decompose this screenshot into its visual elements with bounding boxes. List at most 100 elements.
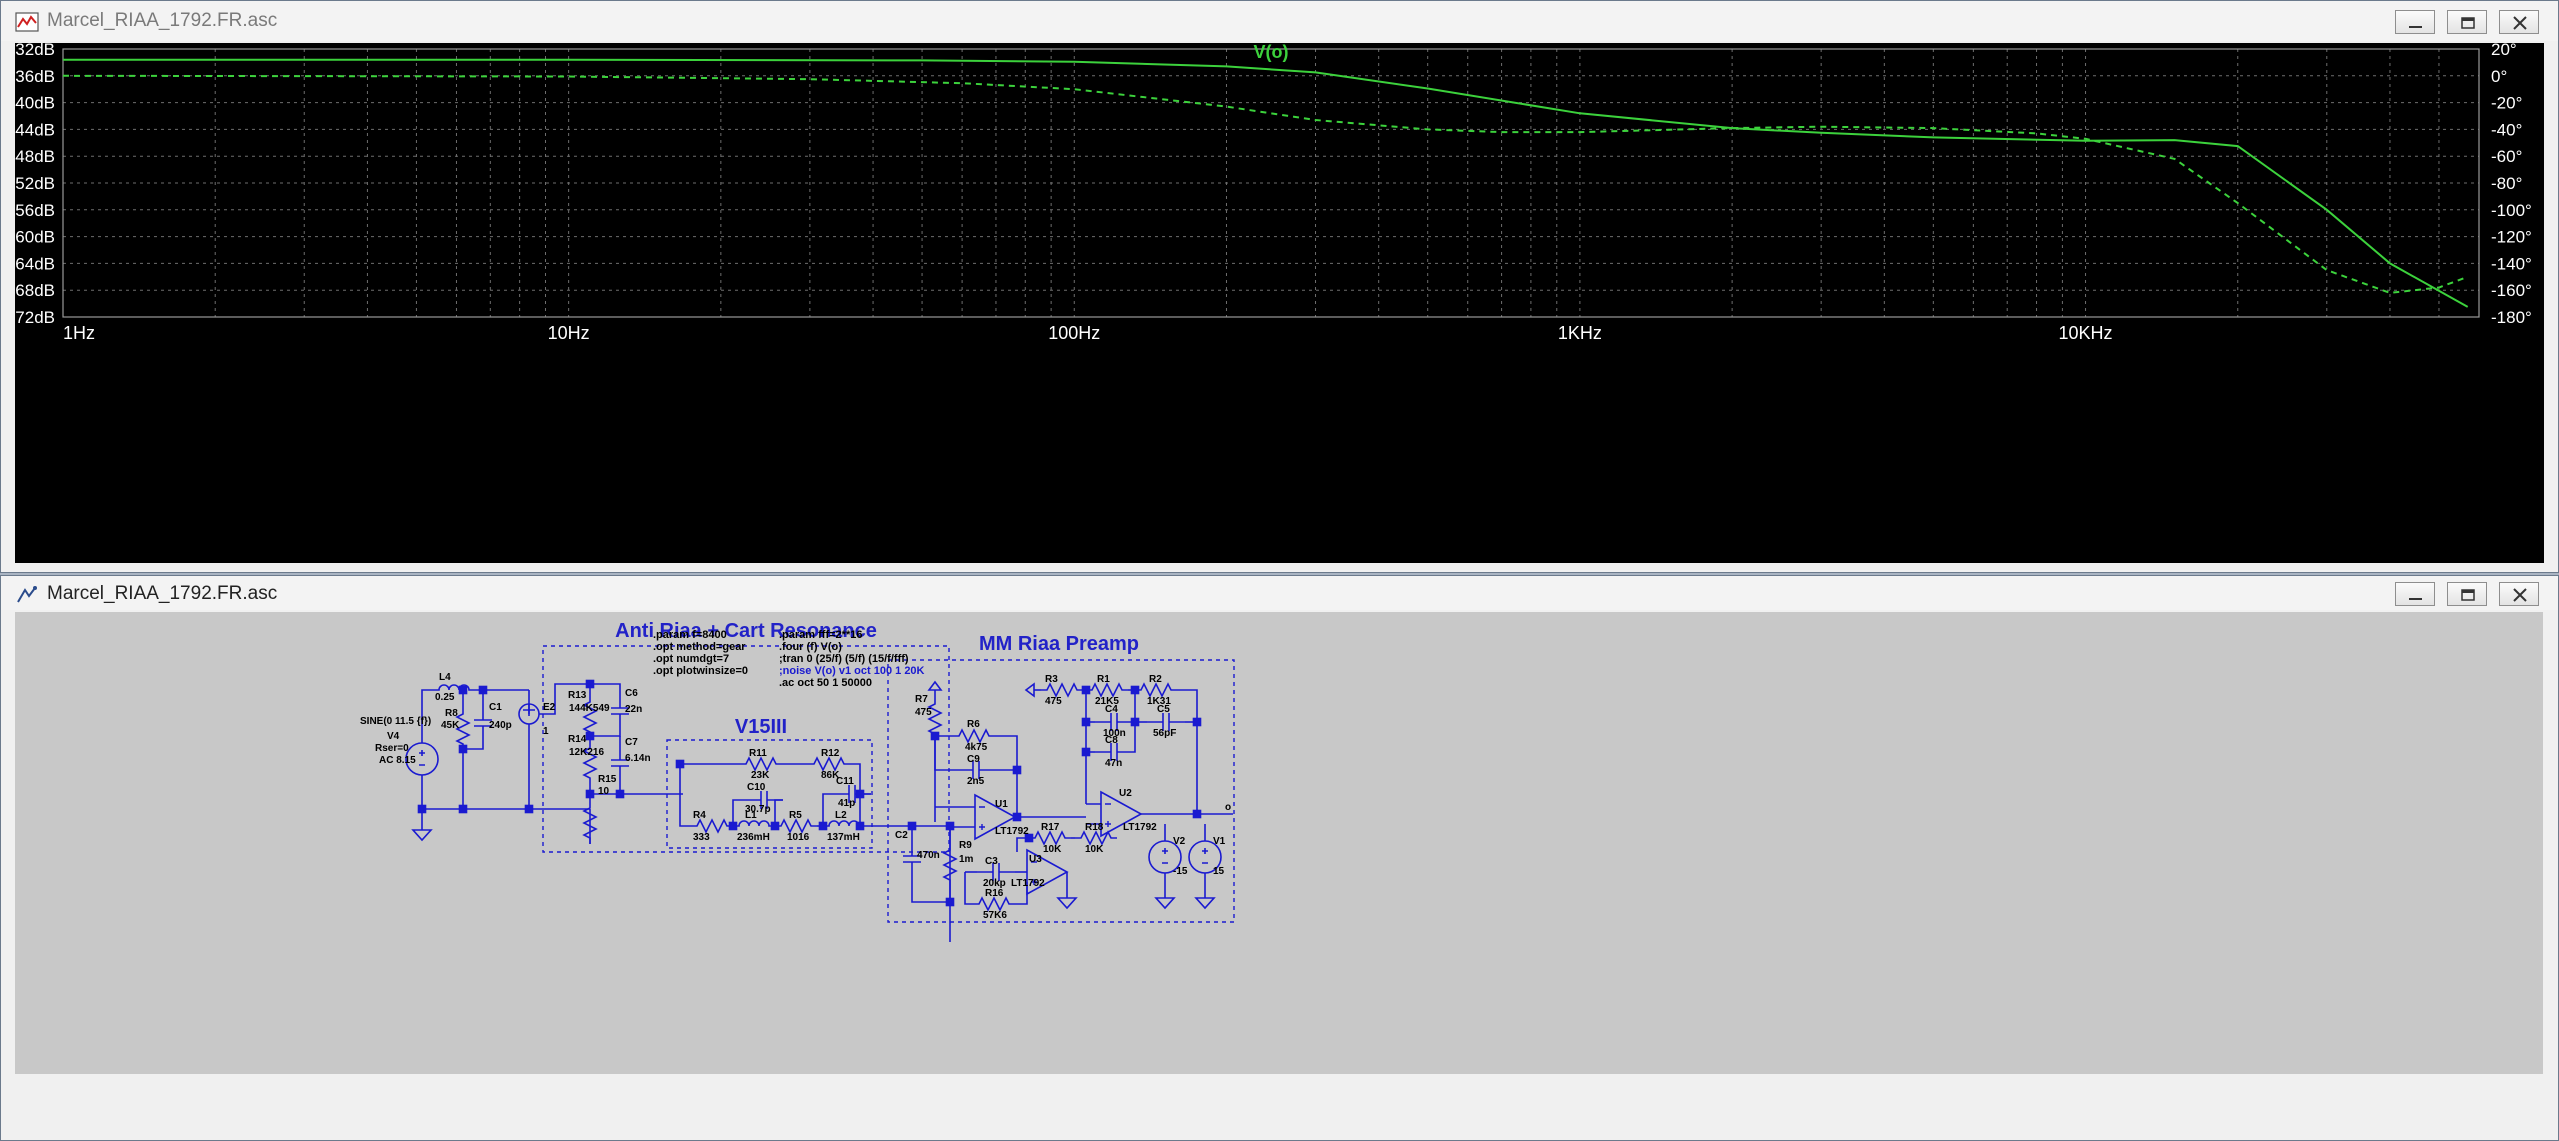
restore-icon xyxy=(2461,589,2475,601)
minimize-button[interactable] xyxy=(2395,10,2435,34)
c3-value: 20kp xyxy=(983,878,1006,889)
directive-line[interactable]: .param fff=2**16 xyxy=(779,629,862,641)
c5-label: C5 xyxy=(1157,704,1170,715)
schematic-drawing[interactable]: Anti Riaa + Cart Resonance V15III MM Ria… xyxy=(15,612,2543,1074)
directive-line[interactable]: .ac oct 50 1 50000 xyxy=(779,677,872,689)
x-tick-label: 100Hz xyxy=(1048,323,1100,343)
r9-value: 1m xyxy=(959,854,974,865)
section-title-mm-preamp: MM Riaa Preamp xyxy=(979,633,1139,655)
y-right-tick-label: -80° xyxy=(2491,174,2522,193)
c7-value: 6.14n xyxy=(625,753,651,764)
u1-value: LT1792 xyxy=(995,826,1029,837)
c4-value: 100n xyxy=(1103,728,1126,739)
r7-label: R7 xyxy=(915,694,928,705)
r2-label: R2 xyxy=(1149,674,1162,685)
l2-label: L2 xyxy=(835,810,847,821)
c9-value: 2n5 xyxy=(967,776,985,787)
l4-value: 0.25 xyxy=(435,692,455,703)
r14-label: R14 xyxy=(568,734,587,745)
y-right-tick-label: -120° xyxy=(2491,228,2532,247)
r4-label: R4 xyxy=(693,810,706,821)
directive-line[interactable]: .opt method=gear xyxy=(653,641,746,653)
r3-label: R3 xyxy=(1045,674,1058,685)
close-button[interactable] xyxy=(2499,582,2539,606)
y-right-tick-label: -180° xyxy=(2491,308,2532,327)
magnitude-trace[interactable] xyxy=(63,58,2469,308)
v4-rser: Rser=0 xyxy=(375,743,409,754)
waveform-titlebar[interactable]: Marcel_RIAA_1792.FR.asc xyxy=(1,1,2558,41)
e2-label: E2 xyxy=(543,702,556,713)
c8-label: C8 xyxy=(1105,735,1118,746)
directive-line[interactable]: ;noise V(o) v1 oct 100 1 20K xyxy=(779,665,925,677)
y-right-tick-label: -140° xyxy=(2491,254,2532,273)
spice-directives-right[interactable]: .param fff=2**16 .four (f) V(o) ;tran 0 … xyxy=(779,629,925,689)
spice-directives-left[interactable]: .param f=8400 .opt method=gear .opt numd… xyxy=(653,629,748,677)
y-left-tick-label: -172dB xyxy=(15,308,55,327)
y-left-tick-label: -136dB xyxy=(15,67,55,86)
r6-label: R6 xyxy=(967,719,980,730)
r12-label: R12 xyxy=(821,748,840,759)
schematic-icon xyxy=(17,586,37,603)
y-right-tick-label: -160° xyxy=(2491,281,2532,300)
r8-value: 45K xyxy=(441,720,460,731)
r7-value: 475 xyxy=(915,707,932,718)
y-left-tick-label: -148dB xyxy=(15,147,55,166)
plot-pane[interactable]: -132dB-136dB-140dB-144dB-148dB-152dB-156… xyxy=(0,40,2544,563)
c6-label: C6 xyxy=(625,688,638,699)
anti-riaa-circuit[interactable] xyxy=(405,679,683,845)
r1-label: R1 xyxy=(1097,674,1110,685)
y-left-tick-label: -160dB xyxy=(15,228,55,247)
v1-label: V1 xyxy=(1213,836,1226,847)
directive-line[interactable]: .param f=8400 xyxy=(653,629,727,641)
section-title-anti-riaa: Anti Riaa + Cart Resonance xyxy=(615,620,877,642)
plot-frame xyxy=(62,48,2480,318)
close-icon xyxy=(2513,16,2527,30)
u1-label: U1 xyxy=(995,799,1008,810)
phase-trace[interactable] xyxy=(62,74,2469,294)
waveform-icon xyxy=(15,12,39,32)
directive-line[interactable]: .opt numdgt=7 xyxy=(653,653,729,665)
r13-value: 144K549 xyxy=(569,703,610,714)
y-left-tick-label: -156dB xyxy=(15,201,55,220)
r18-value: 10K xyxy=(1085,844,1104,855)
v1-value: 15 xyxy=(1213,866,1225,877)
restore-button[interactable] xyxy=(2447,10,2487,34)
y-right-tick-label: -60° xyxy=(2491,147,2522,166)
r15-value: 10 xyxy=(598,786,610,797)
r11-label: R11 xyxy=(749,748,767,759)
r5-label: R5 xyxy=(789,810,802,821)
schematic-window-title: Marcel_RIAA_1792.FR.asc xyxy=(47,583,278,604)
schematic-titlebar[interactable]: Marcel_RIAA_1792.FR.asc xyxy=(1,576,2558,610)
c10-value: 30.7p xyxy=(745,804,771,815)
mm-preamp-circuit[interactable] xyxy=(902,680,1233,942)
net-label-o: o xyxy=(1225,802,1231,813)
c2-label: C2 xyxy=(895,830,908,841)
bode-plot[interactable]: -132dB-136dB-140dB-144dB-148dB-152dB-156… xyxy=(0,40,2544,563)
y-left-tick-label: -168dB xyxy=(15,281,55,300)
c9-label: C9 xyxy=(967,754,980,765)
y-right-tick-label: -100° xyxy=(2491,201,2532,220)
close-button[interactable] xyxy=(2499,10,2539,34)
directive-line[interactable]: .opt plotwinsize=0 xyxy=(653,665,748,677)
r8-label: R8 xyxy=(445,708,458,719)
c1-value: 240p xyxy=(489,720,512,731)
directive-line[interactable]: .four (f) V(o) xyxy=(779,641,842,653)
v15-circuit[interactable] xyxy=(675,757,951,833)
directive-line[interactable]: ;tran 0 (25/f) (5/f) (15/f/fff) xyxy=(779,653,909,665)
trace-label[interactable]: V(o) xyxy=(1254,42,1289,62)
waveform-window: Marcel_RIAA_1792.FR.asc -132dB-136dB-140… xyxy=(0,0,2559,573)
anti-riaa-labels: SINE(0 11.5 {f}) V4 Rser=0 AC 8.15 L4 0.… xyxy=(360,672,651,797)
r14-value: 12K216 xyxy=(569,747,604,758)
traces[interactable] xyxy=(62,58,2469,308)
r1-value: 21K5 xyxy=(1095,696,1119,707)
restore-button[interactable] xyxy=(2447,582,2487,606)
v4-value: SINE(0 11.5 {f}) xyxy=(360,716,431,727)
r6-value: 4k75 xyxy=(965,742,988,753)
c11-value: 41p xyxy=(838,798,855,809)
schematic-canvas[interactable]: Anti Riaa + Cart Resonance V15III MM Ria… xyxy=(15,612,2543,1074)
minimize-icon xyxy=(2409,26,2422,28)
minimize-button[interactable] xyxy=(2395,582,2435,606)
r11-value: 23K xyxy=(751,770,770,781)
x-tick-label: 1KHz xyxy=(1558,323,1602,343)
